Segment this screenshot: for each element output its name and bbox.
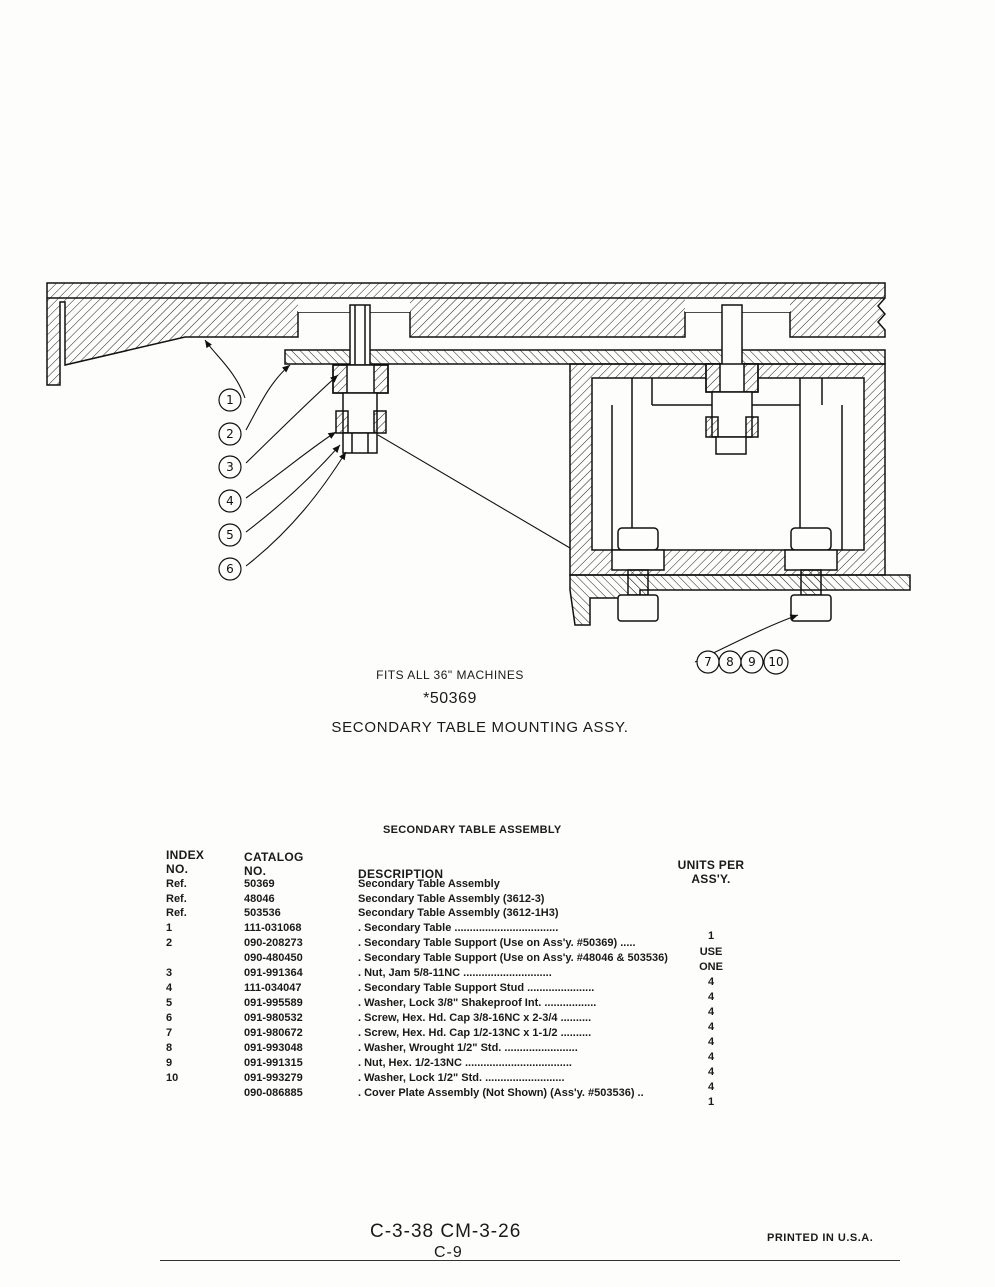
drawing-title: SECONDARY TABLE MOUNTING ASSY. xyxy=(331,719,629,736)
header-units: UNITS PER ASS'Y. xyxy=(677,858,745,886)
footer-divider xyxy=(160,1260,900,1261)
bottom-bolt-right xyxy=(784,527,838,622)
base-rail xyxy=(569,574,911,626)
callout-9: 9 xyxy=(748,655,756,669)
callout-1: 1 xyxy=(226,393,234,407)
callout-4: 4 xyxy=(226,494,234,508)
bottom-bolt-left xyxy=(611,527,665,622)
callout-6: 6 xyxy=(226,562,234,576)
assembly-part-number: *50369 xyxy=(423,690,477,707)
secondary-table-plate xyxy=(284,349,886,365)
header-catalog: CATALOG NO. xyxy=(244,850,304,878)
parts-table-title: SECONDARY TABLE ASSEMBLY xyxy=(383,824,562,836)
callout-10: 10 xyxy=(768,655,783,669)
document-code: C-3-38 CM-3-26 xyxy=(370,1221,522,1242)
callout-2: 2 xyxy=(226,427,234,441)
main-table-section xyxy=(46,282,886,386)
fits-note: FITS ALL 36" MACHINES xyxy=(376,668,524,682)
page-number: C-9 xyxy=(434,1244,463,1261)
printed-note: PRINTED IN U.S.A. xyxy=(767,1232,874,1244)
callout-7: 7 xyxy=(704,655,712,669)
assembly-drawing: 1 2 3 4 5 6 7 8 9 10 xyxy=(46,282,911,675)
callout-group xyxy=(218,388,789,675)
header-index: INDEX NO. xyxy=(166,848,205,876)
callout-8: 8 xyxy=(726,655,734,669)
callout-5: 5 xyxy=(226,528,234,542)
header-description: DESCRIPTION xyxy=(358,867,444,881)
callout-3: 3 xyxy=(226,460,234,474)
